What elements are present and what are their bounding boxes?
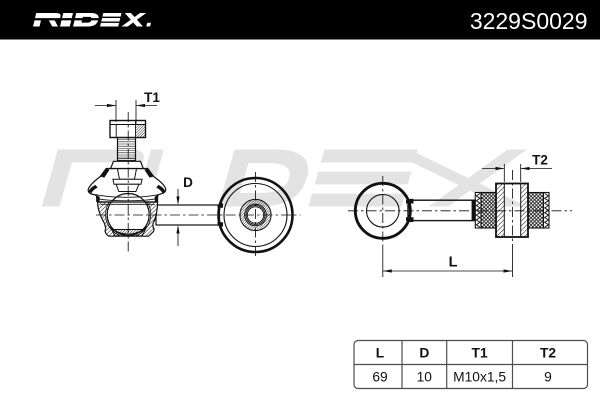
- svg-text:T2: T2: [540, 346, 556, 361]
- svg-text:D: D: [419, 346, 429, 361]
- svg-text:T2: T2: [532, 153, 548, 168]
- svg-text:L: L: [449, 255, 458, 271]
- svg-text:M10x1,5: M10x1,5: [453, 370, 506, 385]
- svg-text:3229S0029: 3229S0029: [470, 8, 588, 34]
- svg-text:D: D: [183, 175, 193, 190]
- svg-text:T1: T1: [144, 90, 160, 105]
- svg-text:69: 69: [372, 370, 388, 385]
- svg-text:10: 10: [417, 370, 433, 385]
- svg-text:L: L: [376, 346, 384, 361]
- svg-text:T1: T1: [472, 346, 488, 361]
- svg-text:9: 9: [544, 370, 552, 385]
